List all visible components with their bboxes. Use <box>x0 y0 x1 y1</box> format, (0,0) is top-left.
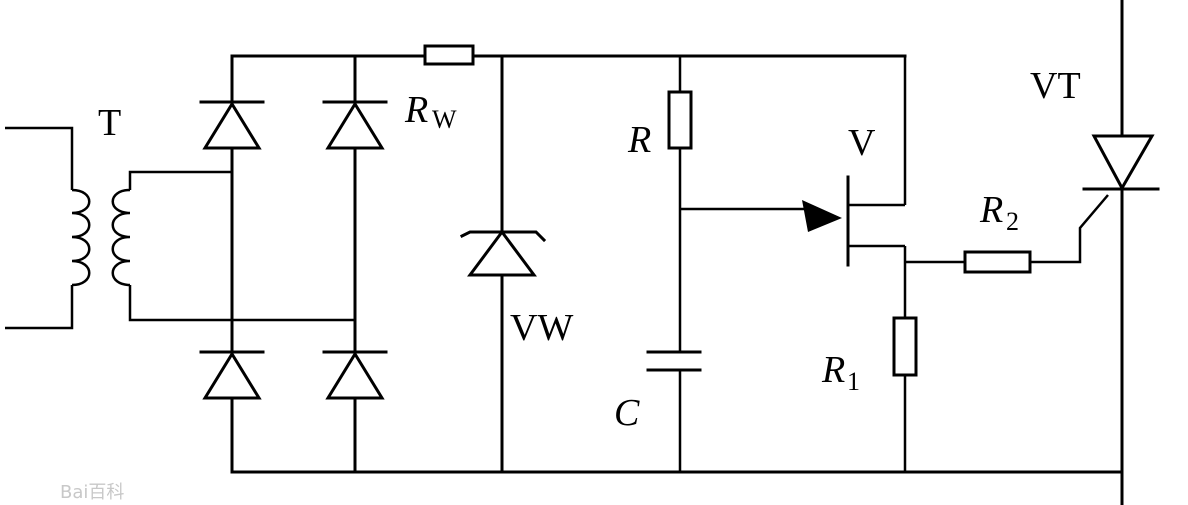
rw-label-subscript: W <box>432 105 457 134</box>
capacitor-c <box>646 350 702 372</box>
r2-label: R <box>979 189 1003 231</box>
zener-diode-vw <box>459 54 547 474</box>
resistor-r <box>667 90 693 150</box>
transistor-v <box>846 56 907 472</box>
thyristor-vt <box>1082 134 1160 192</box>
r2-wire <box>905 194 1109 264</box>
rw-label: R <box>404 89 428 131</box>
resistor-r1 <box>892 316 918 377</box>
r1-label: R <box>821 349 845 391</box>
emitter-arrow-wire <box>680 200 842 232</box>
r2-label-subscript: 2 <box>1006 207 1019 236</box>
v-label: V <box>848 122 876 164</box>
diode-bottom-left <box>199 350 265 400</box>
watermark-logo: Bai百科 <box>60 482 124 503</box>
r-label: R <box>627 119 651 161</box>
c-label: C <box>614 392 640 434</box>
t-label: T <box>98 102 121 144</box>
vw-label: VW <box>510 307 573 349</box>
diode-top-right <box>322 100 388 150</box>
transformer <box>5 126 355 330</box>
diode-bottom-right <box>322 350 388 400</box>
resistor-rw <box>423 44 475 66</box>
resistor-r2 <box>963 250 1032 274</box>
diode-top-left <box>199 100 265 150</box>
vt-label: VT <box>1030 65 1081 107</box>
r1-label-subscript: 1 <box>847 367 860 396</box>
